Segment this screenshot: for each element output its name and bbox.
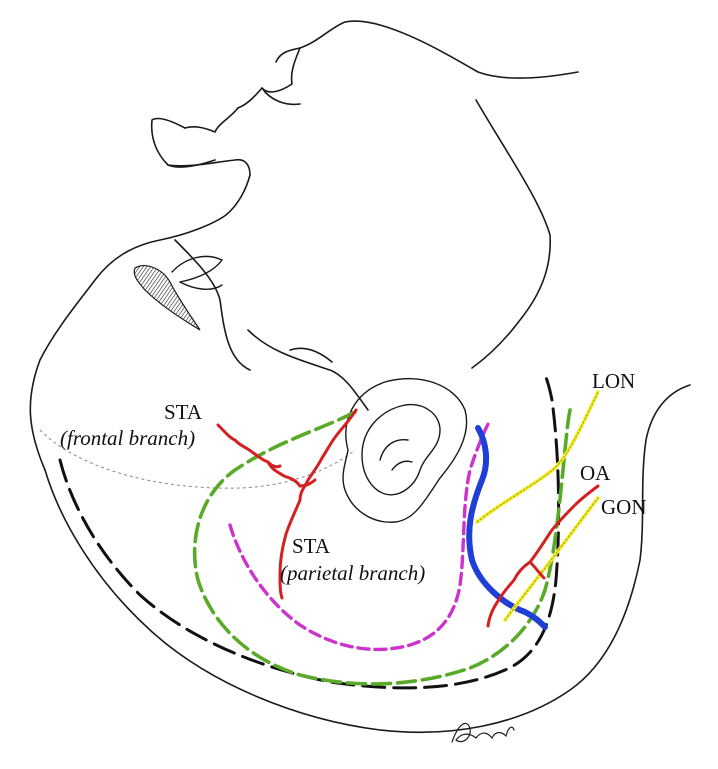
hairline-dashed <box>39 429 356 489</box>
lips-outline <box>150 117 216 168</box>
label-sta-parietal-sub: (parietal branch) <box>280 561 426 585</box>
neck-line <box>247 329 369 411</box>
black-dashed-incision <box>58 373 561 690</box>
nose-outline <box>237 47 301 109</box>
yellow-nerves <box>475 390 600 622</box>
magenta-dashed-line <box>228 418 492 652</box>
mouth-line <box>167 158 251 176</box>
sta-parietal-artery <box>278 498 302 600</box>
label-sta-frontal-sub: (frontal branch) <box>60 426 196 450</box>
under-jaw-line <box>289 347 333 363</box>
blue-vein <box>466 425 548 630</box>
oa-artery <box>486 484 600 628</box>
green-dashed-line <box>192 408 572 686</box>
eye <box>171 255 224 290</box>
jaw-right-outline <box>471 99 551 369</box>
eyebrow-hatched <box>133 265 201 331</box>
label-sta-parietal: STA <box>292 534 330 558</box>
label-sta-frontal: STA <box>164 400 202 424</box>
chin-outline <box>29 174 251 471</box>
lon-nerve <box>475 390 600 524</box>
scalp-outline <box>44 384 691 734</box>
label-oa: OA <box>580 461 611 485</box>
label-lon: LON <box>592 369 636 393</box>
signature-scribble <box>451 722 515 743</box>
red-arteries <box>216 408 600 628</box>
sta-frontal-artery <box>216 423 302 488</box>
forehead-outline <box>275 20 579 79</box>
nose-tip <box>261 87 301 106</box>
label-gon: GON <box>601 495 647 519</box>
upper-lip <box>184 107 239 133</box>
face-inner-line <box>174 239 251 371</box>
ear <box>342 378 468 523</box>
